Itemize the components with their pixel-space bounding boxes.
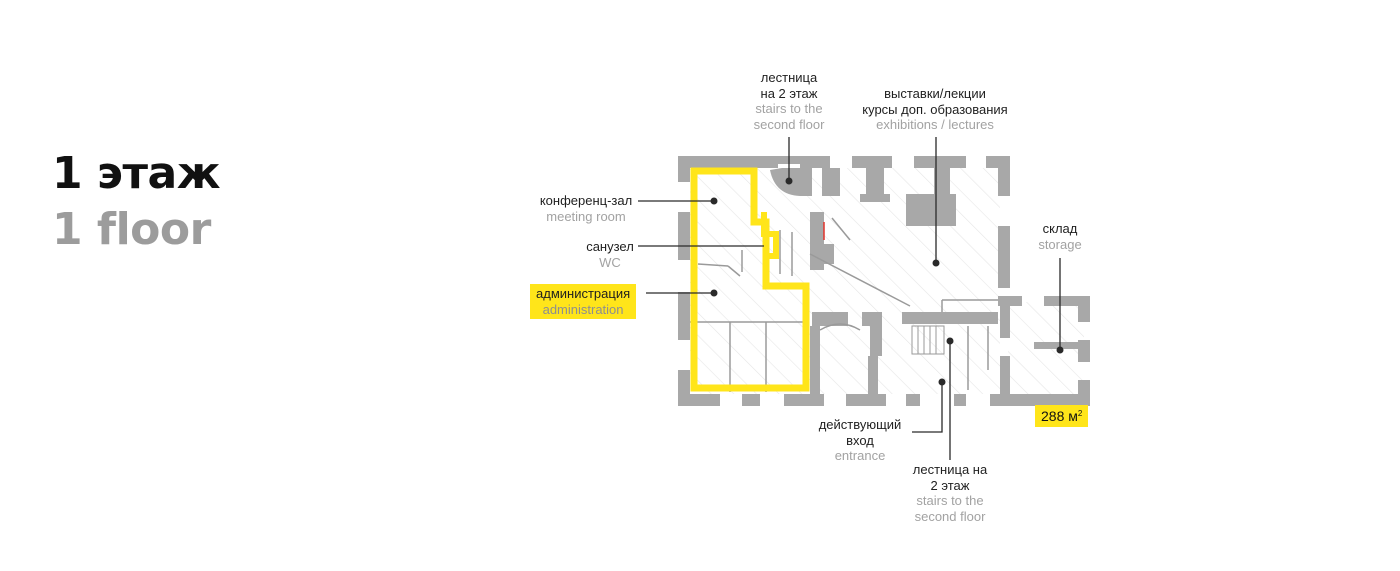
partitions <box>690 217 998 392</box>
label-exhibitions: выставки/лекции курсы доп. образования e… <box>862 86 1008 132</box>
label-stairs-bottom: лестница на 2 этаж stairs to the second … <box>912 462 988 524</box>
label-stairs-top: лестница на 2 этаж stairs to the second … <box>753 70 825 132</box>
area-badge: 288 м2 <box>1035 405 1089 427</box>
floor-title: 1 этаж 1 floor <box>52 146 221 258</box>
area-unit-sup: 2 <box>1077 409 1083 418</box>
label-storage: склад storage <box>1038 221 1082 252</box>
walls <box>678 156 1090 406</box>
label-wc: санузел WC <box>586 239 634 270</box>
wc-highlight <box>761 212 779 259</box>
marker-dots <box>710 177 1064 386</box>
floor-title-ru: 1 этаж <box>52 148 221 199</box>
stair-steps-bottom <box>911 325 945 355</box>
admin-highlight <box>690 167 810 392</box>
area-value: 288 м <box>1041 408 1078 424</box>
floor-title-en: 1 floor <box>52 204 211 255</box>
label-meeting-room: конференц-зал meeting room <box>539 193 633 224</box>
leader-lines <box>638 137 1061 460</box>
label-entrance: действующий вход entrance <box>818 417 902 463</box>
label-administration: администрация administration <box>530 284 637 319</box>
